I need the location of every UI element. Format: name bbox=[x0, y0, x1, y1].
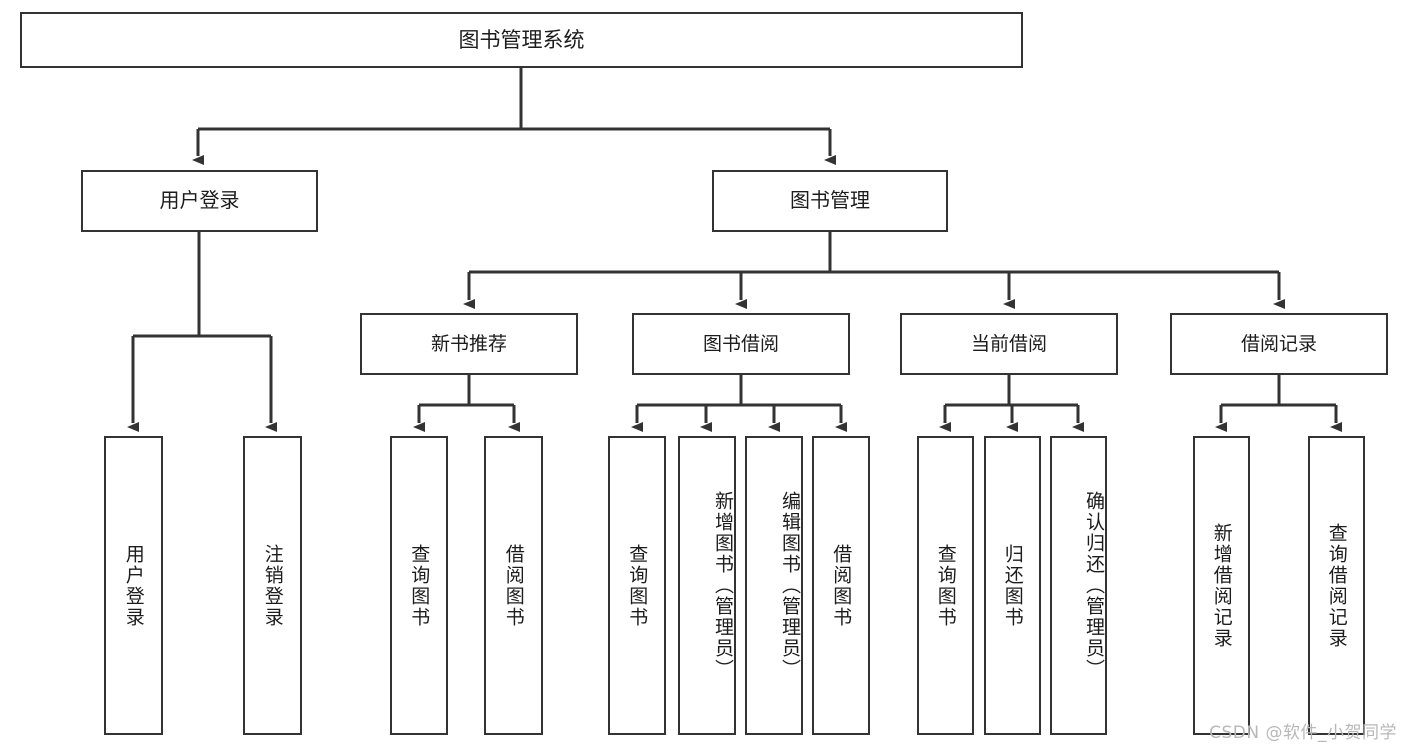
node-leaf-query-book-3[interactable]: 查询图书 bbox=[917, 436, 974, 735]
node-leaf-borrow-book-2[interactable]: 借阅图书 bbox=[812, 436, 870, 735]
node-leaf-logout-login-label: 注销登录 bbox=[261, 543, 284, 628]
node-leaf-logout-login[interactable]: 注销登录 bbox=[243, 436, 302, 735]
node-leaf-query-book-2[interactable]: 查询图书 bbox=[608, 436, 666, 735]
node-borrow-record[interactable]: 借阅记录 bbox=[1170, 313, 1388, 375]
node-new-book-rec[interactable]: 新书推荐 bbox=[360, 313, 578, 375]
node-leaf-query-book-2-label: 查询图书 bbox=[626, 543, 649, 628]
node-book-manage[interactable]: 图书管理 bbox=[712, 170, 948, 232]
node-root[interactable]: 图书管理系统 bbox=[20, 12, 1023, 68]
node-leaf-return-book-label: 归还图书 bbox=[1001, 543, 1024, 628]
node-leaf-borrow-book-1-label: 借阅图书 bbox=[502, 543, 525, 628]
node-leaf-add-book-label: 新增图书（管理员） bbox=[712, 491, 734, 680]
watermark: CSDN @软件_小贺同学 bbox=[1209, 723, 1397, 743]
node-leaf-borrow-book-2-label: 借阅图书 bbox=[830, 543, 853, 628]
node-leaf-confirm-return-label: 确认归还（管理员） bbox=[1083, 491, 1105, 680]
node-borrow-record-label: 借阅记录 bbox=[1240, 332, 1317, 355]
node-leaf-query-record[interactable]: 查询借阅记录 bbox=[1308, 436, 1365, 735]
node-leaf-add-record[interactable]: 新增借阅记录 bbox=[1193, 436, 1250, 735]
node-leaf-add-record-label: 新增借阅记录 bbox=[1210, 522, 1233, 649]
node-leaf-query-book-1[interactable]: 查询图书 bbox=[390, 436, 448, 735]
node-book-borrow[interactable]: 图书借阅 bbox=[632, 313, 850, 375]
node-root-label: 图书管理系统 bbox=[458, 27, 585, 52]
node-user-login[interactable]: 用户登录 bbox=[81, 170, 318, 232]
node-leaf-confirm-return[interactable]: 确认归还（管理员） bbox=[1050, 436, 1107, 735]
node-leaf-edit-book[interactable]: 编辑图书（管理员） bbox=[745, 436, 803, 735]
node-new-book-rec-label: 新书推荐 bbox=[430, 332, 507, 355]
node-leaf-user-login[interactable]: 用户登录 bbox=[104, 436, 163, 735]
node-leaf-borrow-book-1[interactable]: 借阅图书 bbox=[484, 436, 543, 735]
node-leaf-query-record-label: 查询借阅记录 bbox=[1325, 522, 1348, 649]
node-leaf-query-book-3-label: 查询图书 bbox=[934, 543, 957, 628]
node-leaf-add-book[interactable]: 新增图书（管理员） bbox=[678, 436, 736, 735]
node-leaf-edit-book-label: 编辑图书（管理员） bbox=[779, 491, 801, 680]
node-leaf-return-book[interactable]: 归还图书 bbox=[984, 436, 1041, 735]
node-current-borrow[interactable]: 当前借阅 bbox=[900, 313, 1118, 375]
node-user-login-label: 用户登录 bbox=[159, 188, 240, 213]
node-leaf-query-book-1-label: 查询图书 bbox=[408, 543, 431, 628]
node-current-borrow-label: 当前借阅 bbox=[970, 332, 1047, 355]
node-book-borrow-label: 图书借阅 bbox=[702, 332, 779, 355]
node-book-manage-label: 图书管理 bbox=[790, 188, 870, 213]
node-leaf-user-login-label: 用户登录 bbox=[122, 543, 145, 628]
